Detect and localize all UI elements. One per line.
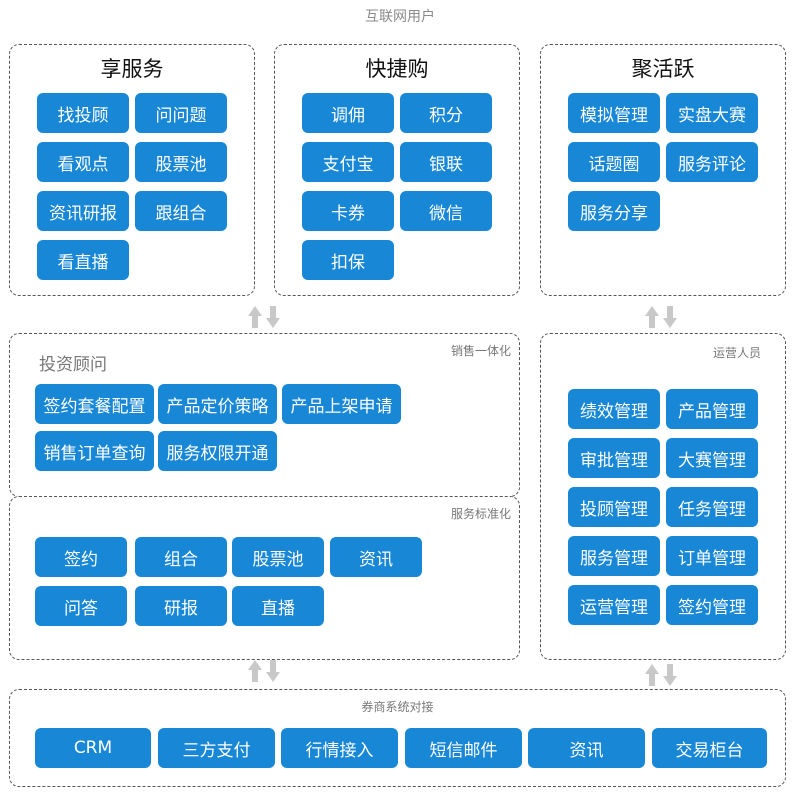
follow-portfolio-button[interactable]: 跟组合	[135, 191, 227, 231]
broker-integration-panel: 券商系统对接 CRM 三方支付 行情接入 短信邮件 资讯 交易柜台	[9, 689, 786, 787]
service-standardization-label: 服务标准化	[450, 507, 511, 521]
performance-mgmt-button[interactable]: 绩效管理	[568, 389, 660, 429]
sales-integration-panel: 销售一体化 投资顾问 签约套餐配置 产品定价策略 产品上架申请 销售订单查询 服…	[9, 333, 520, 497]
service-review-button[interactable]: 服务评论	[666, 142, 758, 182]
crm-button[interactable]: CRM	[35, 728, 151, 768]
std-sign-button[interactable]: 签约	[35, 537, 127, 577]
broker-news-button[interactable]: 资讯	[528, 728, 645, 768]
quick-buy-panel: 快捷购 调佣 积分 支付宝 银联 卡券 微信 扣保	[274, 44, 520, 296]
live-contest-button[interactable]: 实盘大赛	[666, 93, 758, 133]
std-live-button[interactable]: 直播	[232, 586, 324, 626]
coupon-button[interactable]: 卡券	[302, 191, 394, 231]
stock-pool-button[interactable]: 股票池	[135, 142, 227, 182]
exchange-arrows-icon	[645, 664, 677, 686]
exchange-arrows-icon	[248, 660, 280, 682]
std-news-button[interactable]: 资讯	[330, 537, 422, 577]
service-share-button[interactable]: 服务分享	[568, 191, 660, 231]
pricing-strategy-button[interactable]: 产品定价策略	[158, 384, 277, 424]
order-mgmt-button[interactable]: 订单管理	[666, 536, 758, 576]
wechat-button[interactable]: 微信	[400, 191, 492, 231]
watch-live-button[interactable]: 看直播	[37, 240, 129, 280]
std-qa-button[interactable]: 问答	[35, 586, 127, 626]
permission-activation-button[interactable]: 服务权限开通	[158, 431, 277, 471]
operations-panel: 运营人员 绩效管理 产品管理 审批管理 大赛管理 投顾管理 任务管理 服务管理 …	[540, 333, 786, 660]
contest-mgmt-button[interactable]: 大赛管理	[666, 438, 758, 478]
operation-mgmt-button[interactable]: 运营管理	[568, 585, 660, 625]
std-portfolio-button[interactable]: 组合	[135, 537, 227, 577]
enjoy-service-panel: 享服务 找投顾 问问题 看观点 股票池 资讯研报 跟组合 看直播	[9, 44, 255, 296]
research-report-button[interactable]: 资讯研报	[37, 191, 129, 231]
approval-mgmt-button[interactable]: 审批管理	[568, 438, 660, 478]
engagement-title: 聚活跃	[631, 57, 695, 81]
quick-buy-title: 快捷购	[365, 57, 429, 81]
service-mgmt-button[interactable]: 服务管理	[568, 536, 660, 576]
investment-advisor-label: 投资顾问	[39, 355, 107, 375]
task-mgmt-button[interactable]: 任务管理	[666, 487, 758, 527]
std-research-button[interactable]: 研报	[135, 586, 227, 626]
unionpay-button[interactable]: 银联	[400, 142, 492, 182]
contract-mgmt-button[interactable]: 签约管理	[666, 585, 758, 625]
deposit-button[interactable]: 扣保	[302, 240, 394, 280]
view-opinion-button[interactable]: 看观点	[37, 142, 129, 182]
exchange-arrows-icon	[248, 306, 280, 328]
sms-email-button[interactable]: 短信邮件	[405, 728, 522, 768]
market-data-button[interactable]: 行情接入	[281, 728, 398, 768]
product-mgmt-button[interactable]: 产品管理	[666, 389, 758, 429]
ask-question-button[interactable]: 问问题	[135, 93, 227, 133]
topic-circle-button[interactable]: 话题圈	[568, 142, 660, 182]
exchange-arrows-icon	[645, 306, 677, 328]
sales-integration-label: 销售一体化	[450, 344, 511, 358]
alipay-button[interactable]: 支付宝	[302, 142, 394, 182]
engagement-panel: 聚活跃 模拟管理 实盘大赛 话题圈 服务评论 服务分享	[540, 44, 786, 296]
enjoy-service-title: 享服务	[100, 57, 164, 81]
simulation-mgmt-button[interactable]: 模拟管理	[568, 93, 660, 133]
product-listing-button[interactable]: 产品上架申请	[282, 384, 401, 424]
operations-label: 运营人员	[712, 346, 761, 360]
order-query-button[interactable]: 销售订单查询	[35, 431, 154, 471]
package-config-button[interactable]: 签约套餐配置	[35, 384, 154, 424]
third-party-payment-button[interactable]: 三方支付	[158, 728, 275, 768]
find-advisor-button[interactable]: 找投顾	[37, 93, 129, 133]
std-stock-pool-button[interactable]: 股票池	[232, 537, 324, 577]
service-standardization-panel: 服务标准化 签约 组合 股票池 资讯 问答 研报 直播	[9, 496, 520, 660]
commission-button[interactable]: 调佣	[302, 93, 394, 133]
advisor-mgmt-button[interactable]: 投顾管理	[568, 487, 660, 527]
broker-integration-label: 券商系统对接	[361, 700, 434, 714]
trading-counter-button[interactable]: 交易柜台	[652, 728, 767, 768]
points-button[interactable]: 积分	[400, 93, 492, 133]
internet-users-label: 互联网用户	[365, 9, 435, 25]
